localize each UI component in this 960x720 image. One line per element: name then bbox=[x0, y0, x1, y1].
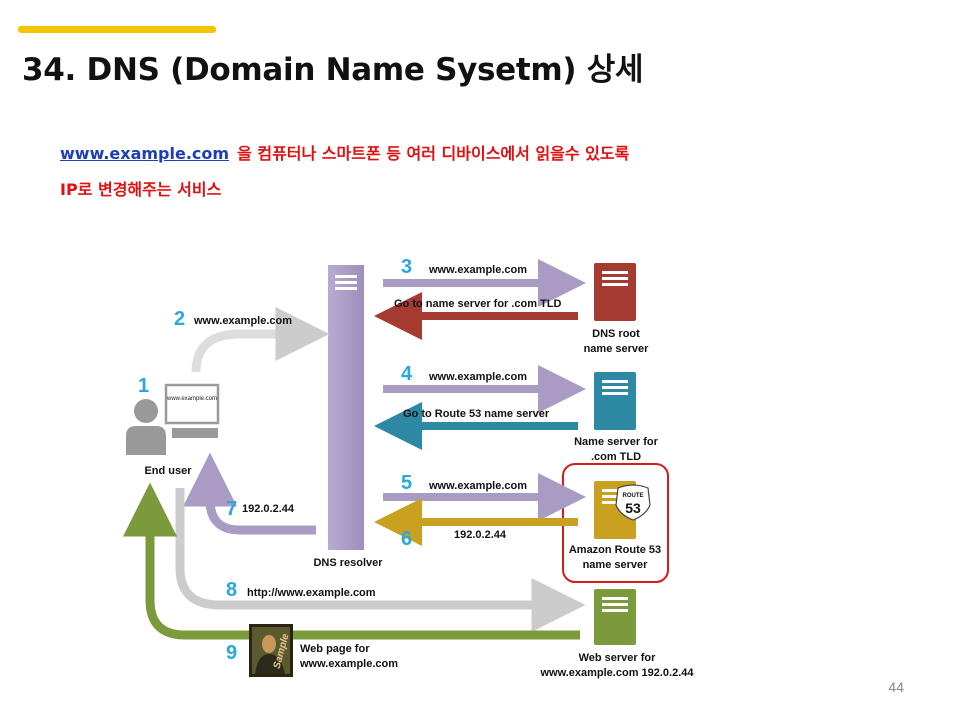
title-accent-bar bbox=[18, 26, 216, 33]
step-7-number: 7 bbox=[226, 498, 237, 520]
step-7-label: 192.0.2.44 bbox=[242, 503, 295, 515]
dns-resolver-server bbox=[328, 265, 364, 550]
route53-label-2: name server bbox=[583, 559, 649, 571]
step-8-number: 8 bbox=[226, 579, 237, 601]
tld-label-2: .com TLD bbox=[591, 451, 641, 463]
step-4-reply-label: Go to Route 53 name server bbox=[403, 408, 550, 420]
step-8-label: http://www.example.com bbox=[247, 587, 376, 599]
step-5-number: 5 bbox=[401, 472, 412, 494]
monitor-url-text: www.example.com bbox=[166, 396, 217, 402]
description-text-1: 을 컴퓨터나 스마트폰 등 여러 디바이스에서 읽을수 있도록 bbox=[237, 144, 630, 163]
step-3-reply-label: Go to name server for .com TLD bbox=[394, 298, 562, 310]
step-2-label: www.example.com bbox=[193, 315, 292, 327]
dns-resolver-label: DNS resolver bbox=[313, 557, 383, 569]
step-9-number: 9 bbox=[226, 642, 237, 664]
page-number: 44 bbox=[888, 679, 904, 695]
slide-title: 34. DNS (Domain Name Sysetm) 상세 bbox=[22, 52, 644, 88]
route53-badge-icon: ROUTE 53 bbox=[615, 484, 651, 521]
arrow-step7 bbox=[183, 452, 316, 535]
step-9-label-2: www.example.com bbox=[299, 658, 398, 670]
end-user-label: End user bbox=[144, 465, 192, 477]
description-line-1: www.example.com 을 컴퓨터나 스마트폰 등 여러 디바이스에서 읽… bbox=[60, 140, 629, 164]
step-6-label: 192.0.2.44 bbox=[454, 529, 507, 541]
arrow-step9 bbox=[123, 482, 580, 640]
dns-root-server bbox=[594, 263, 636, 321]
step-2-number: 2 bbox=[174, 308, 185, 330]
web-server bbox=[594, 589, 636, 645]
description-line-2: IP로 변경해주는 서비스 bbox=[60, 180, 222, 199]
web-server-label-1: Web server for bbox=[579, 652, 657, 664]
route53-badge-num: 53 bbox=[625, 500, 641, 516]
example-link[interactable]: www.example.com bbox=[60, 144, 230, 163]
arrow-step8 bbox=[175, 488, 586, 632]
tld-server bbox=[594, 372, 636, 430]
route53-label-1: Amazon Route 53 bbox=[569, 544, 661, 556]
web-server-label-2: www.example.com 192.0.2.44 bbox=[539, 667, 694, 679]
arrow-step2 bbox=[191, 307, 330, 373]
user-icon bbox=[126, 399, 166, 455]
step-3-label: www.example.com bbox=[428, 264, 527, 276]
step-9-label-1: Web page for bbox=[300, 643, 370, 655]
step-6-number: 6 bbox=[401, 528, 412, 550]
computer-icon bbox=[164, 383, 220, 438]
dns-root-label-2: name server bbox=[584, 343, 650, 355]
step-3-number: 3 bbox=[401, 256, 412, 278]
step-4-number: 4 bbox=[401, 363, 413, 385]
step-5-label: www.example.com bbox=[428, 480, 527, 492]
painting-thumbnail-icon: Sample bbox=[249, 624, 293, 677]
tld-label-1: Name server for bbox=[574, 436, 658, 448]
step-4-label: www.example.com bbox=[428, 371, 527, 383]
step-1-number: 1 bbox=[138, 375, 149, 397]
route53-badge-top: ROUTE bbox=[623, 493, 644, 499]
dns-root-label-1: DNS root bbox=[592, 328, 640, 340]
